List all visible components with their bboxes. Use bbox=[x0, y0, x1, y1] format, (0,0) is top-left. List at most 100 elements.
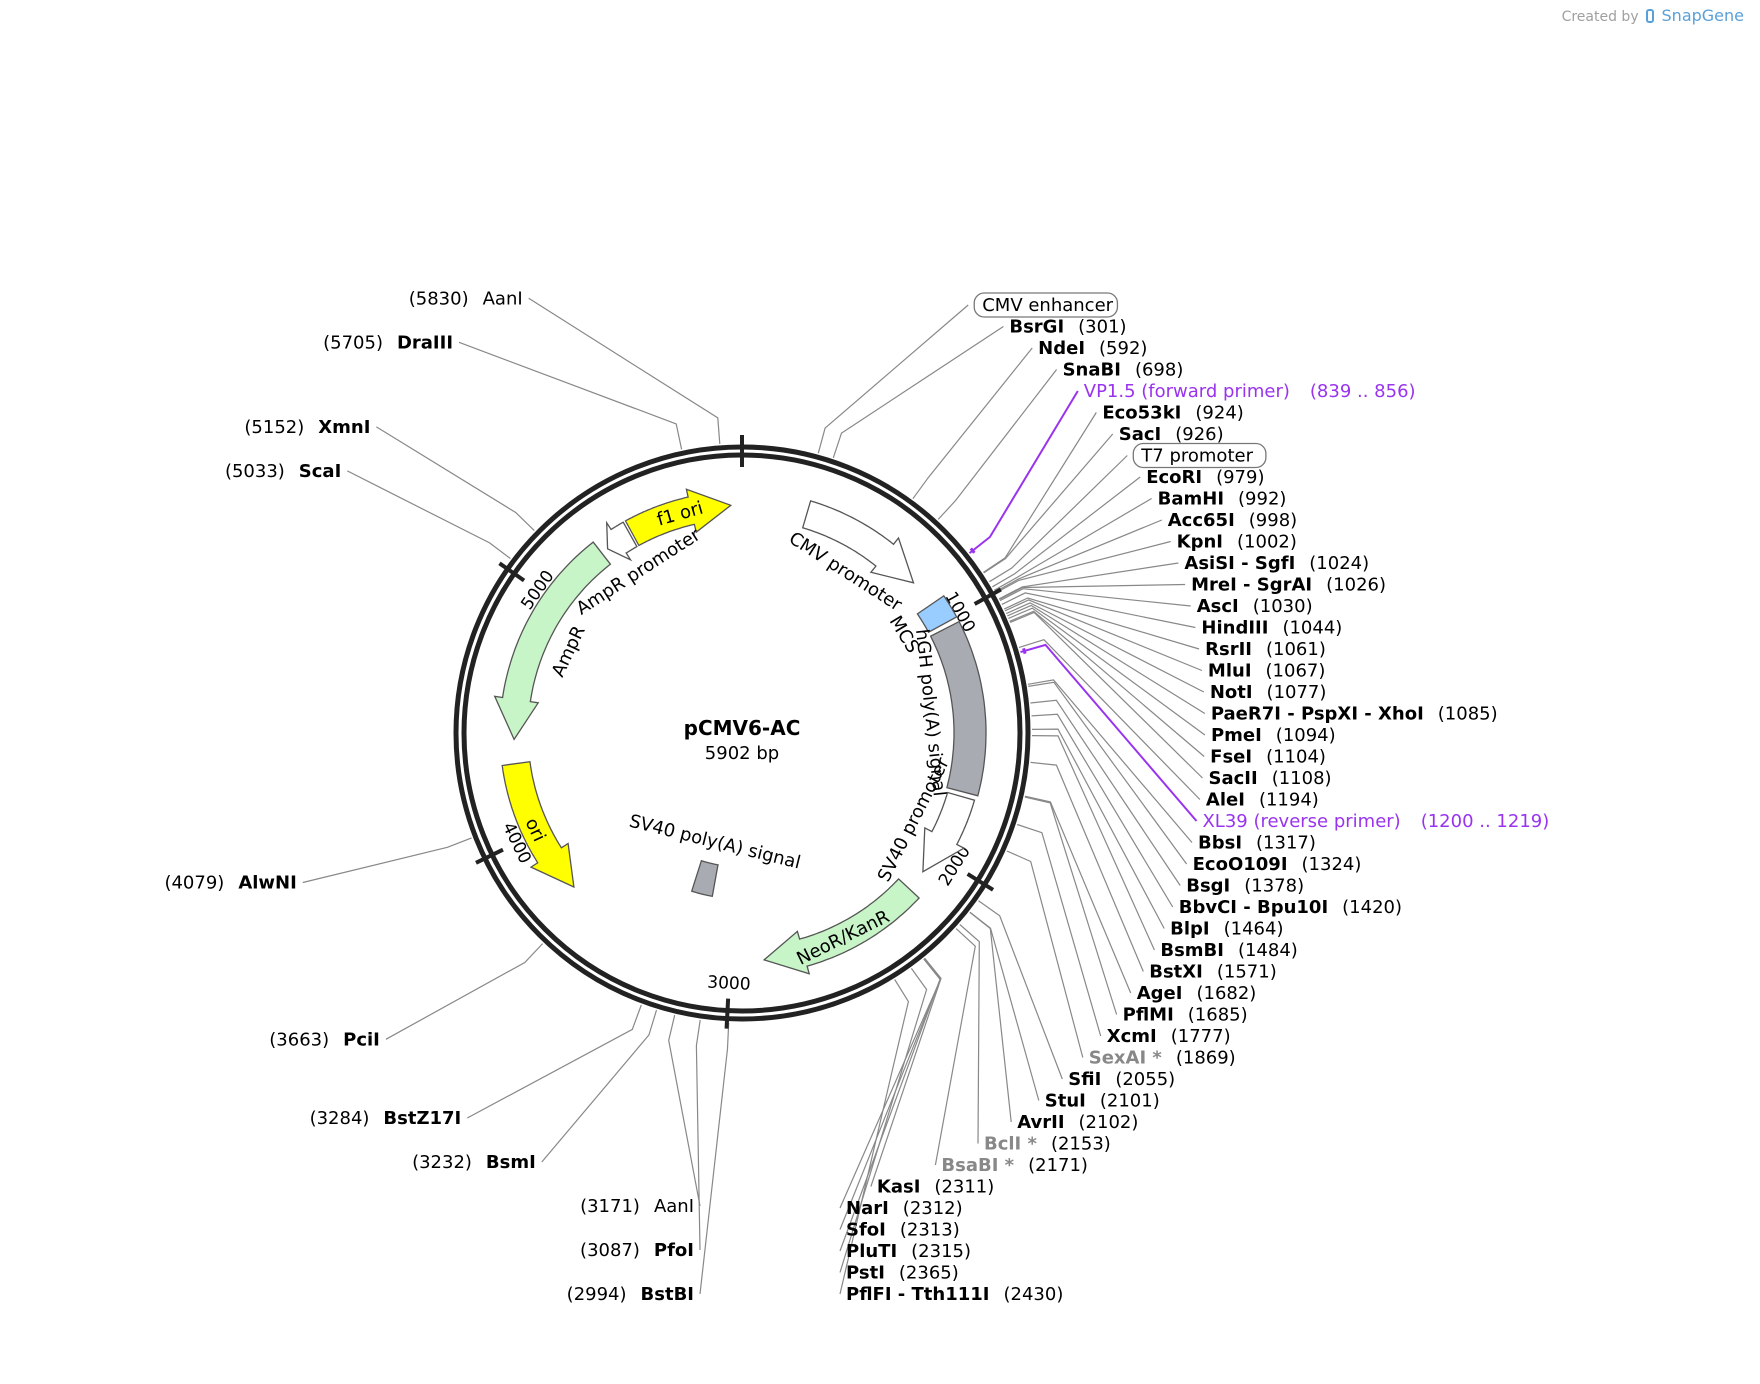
enzyme-label[interactable]: AsiSI - SgfI(1024) bbox=[1184, 553, 1369, 574]
enzyme-label[interactable]: (5033)ScaI bbox=[225, 461, 341, 482]
enzyme-label[interactable]: PluTI(2315) bbox=[846, 1241, 971, 1262]
leader-enzyme-draiii bbox=[458, 341, 683, 450]
enzyme-name: SacI bbox=[1119, 424, 1161, 445]
enzyme-label[interactable]: PstI(2365) bbox=[846, 1263, 959, 1284]
enzyme-label[interactable]: BsrGI(301) bbox=[1009, 317, 1126, 338]
enzyme-label[interactable]: SacII(1108) bbox=[1209, 768, 1332, 789]
enzyme-name: PaeR7I - PspXI - XhoI bbox=[1211, 704, 1424, 725]
enzyme-label[interactable]: NdeI(592) bbox=[1038, 338, 1147, 359]
enzyme-name: NarI bbox=[846, 1198, 889, 1219]
enzyme-label[interactable]: (5152)XmnI bbox=[244, 417, 370, 438]
feature-sv40-promoter bbox=[922, 791, 976, 873]
enzyme-name: AvrII bbox=[1017, 1112, 1064, 1133]
feature-callout-cmv-enhancer[interactable]: CMV enhancer bbox=[982, 295, 1113, 316]
enzyme-label[interactable]: PflFI - Tth111I(2430) bbox=[846, 1284, 1063, 1305]
enzyme-label[interactable]: NotI(1077) bbox=[1210, 682, 1327, 703]
primer-label[interactable]: VP1.5 (forward primer)(839 .. 856) bbox=[1084, 381, 1416, 402]
leader-enzyme-alwni bbox=[302, 837, 472, 884]
leader-enzyme-mlui bbox=[1004, 599, 1203, 672]
leader-enzyme-acc65i bbox=[995, 519, 1163, 593]
leader-enzyme-sexai bbox=[1006, 850, 1084, 1058]
enzyme-label[interactable]: MreI - SgrAI(1026) bbox=[1191, 575, 1386, 596]
leader-enzyme-snabi bbox=[937, 369, 1058, 520]
enzyme-label[interactable]: AleI(1194) bbox=[1206, 790, 1319, 811]
enzyme-name: BbvCI - Bpu10I bbox=[1179, 897, 1328, 918]
enzyme-position: (2430) bbox=[1004, 1284, 1064, 1305]
enzyme-name: BclI * bbox=[984, 1134, 1038, 1155]
enzyme-label[interactable]: BsaBI *(2171) bbox=[941, 1155, 1088, 1176]
enzyme-name: KasI bbox=[877, 1177, 921, 1198]
leader-enzyme-psti bbox=[839, 968, 928, 1273]
leader-enzyme-alei bbox=[1018, 639, 1201, 800]
enzyme-label[interactable]: (3284)BstZ17I bbox=[310, 1108, 462, 1129]
feature-sv40-poly-a-signal bbox=[690, 859, 719, 898]
enzyme-label[interactable]: (3663)PciI bbox=[269, 1029, 380, 1050]
enzyme-label[interactable]: StuI(2101) bbox=[1045, 1091, 1160, 1112]
enzyme-label[interactable]: MluI(1067) bbox=[1208, 661, 1325, 682]
primer-label[interactable]: XL39 (reverse primer)(1200 .. 1219) bbox=[1202, 811, 1549, 832]
enzyme-label[interactable]: BlpI(1464) bbox=[1170, 919, 1283, 940]
enzyme-label[interactable]: AscI(1030) bbox=[1197, 596, 1313, 617]
enzyme-label[interactable]: SexAI *(1869) bbox=[1089, 1048, 1236, 1069]
enzyme-name: SexAI * bbox=[1089, 1048, 1163, 1069]
enzyme-label[interactable]: HindIII(1044) bbox=[1201, 618, 1342, 639]
enzyme-label[interactable]: AgeI(1682) bbox=[1137, 983, 1257, 1004]
enzyme-label[interactable]: SnaBI(698) bbox=[1063, 360, 1184, 381]
enzyme-name: PstI bbox=[846, 1263, 885, 1284]
enzyme-label[interactable]: (3232)BsmI bbox=[412, 1152, 536, 1173]
enzyme-position: (1024) bbox=[1309, 553, 1369, 574]
label-layer: CMV enhancerBsrGI(301)NdeI(592)SnaBI(698… bbox=[164, 288, 1549, 1305]
enzyme-position: (2315) bbox=[911, 1241, 971, 1262]
leader-enzyme-sacii bbox=[1009, 611, 1203, 779]
enzyme-label[interactable]: (4079)AlwNI bbox=[164, 872, 296, 893]
enzyme-label[interactable]: PaeR7I - PspXI - XhoI(1085) bbox=[1211, 704, 1498, 725]
enzyme-label[interactable]: PmeI(1094) bbox=[1211, 725, 1336, 746]
enzyme-position: (979) bbox=[1216, 467, 1264, 488]
enzyme-name: EcoRI bbox=[1146, 467, 1202, 488]
enzyme-name: SfoI bbox=[846, 1220, 886, 1241]
enzyme-label[interactable]: (3171)AanI bbox=[580, 1196, 694, 1217]
enzyme-label[interactable]: RsrII(1061) bbox=[1205, 639, 1326, 660]
enzyme-label[interactable]: (5705)DraIII bbox=[323, 332, 453, 353]
feature-cmv-promoter bbox=[801, 500, 915, 584]
enzyme-label[interactable]: BbvCI - Bpu10I(1420) bbox=[1179, 897, 1402, 918]
enzyme-label[interactable]: NarI(2312) bbox=[846, 1198, 963, 1219]
enzyme-name: PfoI bbox=[654, 1240, 694, 1261]
enzyme-label[interactable]: (3087)PfoI bbox=[580, 1240, 694, 1261]
enzyme-label[interactable]: SfoI(2313) bbox=[846, 1220, 960, 1241]
enzyme-name: BlpI bbox=[1170, 919, 1209, 940]
enzyme-label[interactable]: Eco53kI(924) bbox=[1102, 403, 1243, 424]
enzyme-label[interactable]: BbsI(1317) bbox=[1198, 833, 1316, 854]
enzyme-label[interactable]: BamHI(992) bbox=[1158, 489, 1287, 510]
enzyme-label[interactable]: AvrII(2102) bbox=[1017, 1112, 1138, 1133]
enzyme-label[interactable]: BsgI(1378) bbox=[1186, 876, 1304, 897]
enzyme-label[interactable]: XcmI(1777) bbox=[1107, 1026, 1231, 1047]
enzyme-name: NdeI bbox=[1038, 338, 1085, 359]
enzyme-position: (5705) bbox=[323, 332, 383, 353]
feature-callout-t7-promoter[interactable]: T7 promoter bbox=[1140, 446, 1253, 467]
enzyme-label[interactable]: BclI *(2153) bbox=[984, 1134, 1111, 1155]
enzyme-name: HindIII bbox=[1201, 618, 1268, 639]
enzyme-label[interactable]: (2994)BstBI bbox=[567, 1284, 694, 1305]
enzyme-label[interactable]: EcoO109I(1324) bbox=[1193, 854, 1362, 875]
enzyme-label[interactable]: EcoRI (979) bbox=[1146, 467, 1264, 488]
enzyme-position: (1077) bbox=[1267, 682, 1327, 703]
enzyme-label[interactable]: SacI(926) bbox=[1119, 424, 1224, 445]
enzyme-label[interactable]: KpnI(1002) bbox=[1177, 532, 1297, 553]
enzyme-label[interactable]: SfiI(2055) bbox=[1068, 1069, 1175, 1090]
enzyme-label[interactable]: FseI(1104) bbox=[1210, 747, 1326, 768]
leader-enzyme-aani bbox=[528, 297, 721, 444]
enzyme-label[interactable]: (5830)AanI bbox=[409, 288, 523, 309]
enzyme-name: BstXI bbox=[1149, 962, 1203, 983]
enzyme-position: (1324) bbox=[1302, 854, 1362, 875]
enzyme-name: ScaI bbox=[299, 461, 341, 482]
enzyme-name: SnaBI bbox=[1063, 360, 1121, 381]
enzyme-name: BstBI bbox=[641, 1284, 694, 1305]
leader-enzyme-ecoo109i bbox=[1028, 681, 1188, 865]
enzyme-label[interactable]: Acc65I(998) bbox=[1168, 510, 1297, 531]
enzyme-label[interactable]: KasI(2311) bbox=[877, 1177, 994, 1198]
enzyme-label[interactable]: BstXI(1571) bbox=[1149, 962, 1276, 983]
enzyme-label[interactable]: BsmBI(1484) bbox=[1160, 940, 1297, 961]
enzyme-position: (1026) bbox=[1326, 575, 1386, 596]
enzyme-label[interactable]: PflMI(1685) bbox=[1123, 1005, 1248, 1026]
